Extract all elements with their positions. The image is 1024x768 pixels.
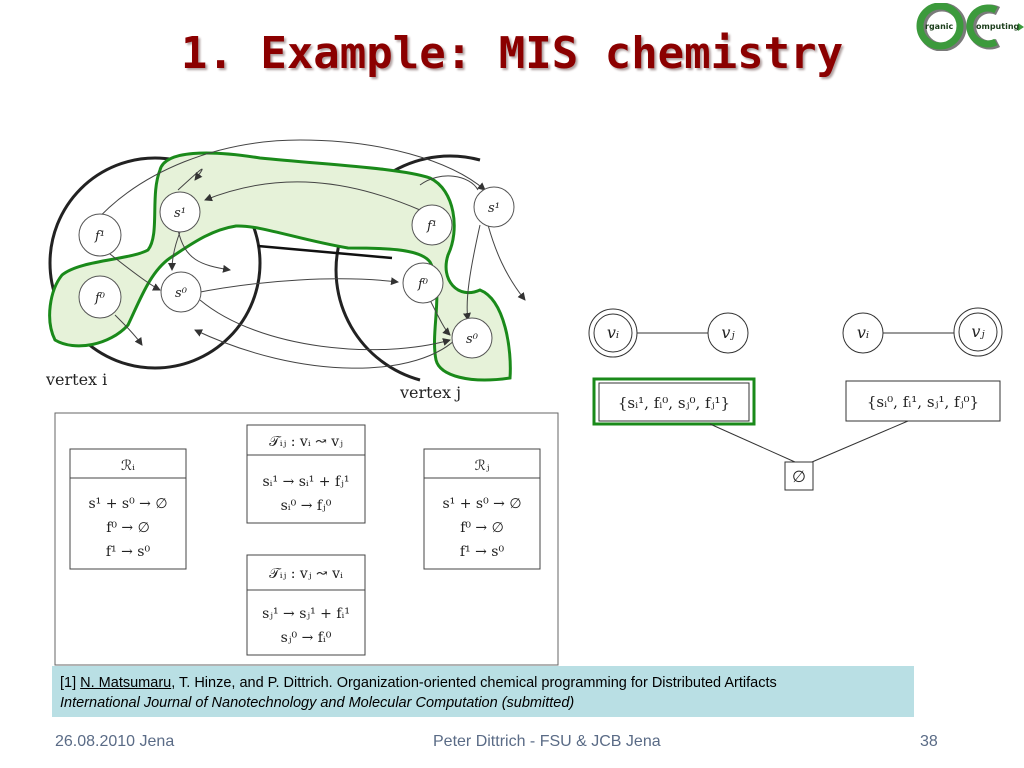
node-f0-i: f⁰ [78,275,122,319]
edge-f0j-s0j [429,299,451,336]
right-set-to-empty [811,420,909,463]
edge-s0j-to-f0i [194,329,461,369]
left-set-to-empty [709,423,796,463]
footer-date: 26.08.2010 Jena [55,733,175,750]
rule-r-j-title: ℛⱼ [475,458,490,474]
node-f1-i-label: f¹ [94,229,105,244]
right-vj-label: vⱼ [971,322,985,341]
vertex-i-circle [48,156,262,370]
rule-r-i-line-1: s¹ + s⁰ → ∅ [88,496,167,512]
left-vj-label: vⱼ [721,323,735,342]
edge-f0-out [114,314,143,346]
slide-title: 1. Example: MIS chemistry [180,28,844,79]
citation-rest: , T. Hinze, and P. Dittrich. Organizatio… [171,675,777,691]
rule-r-j-line-1: s¹ + s⁰ → ∅ [442,496,521,512]
rule-t-backward-line-2: sⱼ⁰ → fᵢ⁰ [281,630,332,646]
rule-r-i-line-3: f¹ → s⁰ [106,544,151,560]
footer-page-number: 38 [920,733,938,750]
rule-t-forward-title: 𝒯ᵢⱼ : vᵢ ↝ vⱼ [269,434,343,450]
rule-r-i-line-2: f⁰ → ∅ [106,520,150,536]
node-s0-j: s⁰ [451,317,493,359]
right-set-label: {sᵢ⁰, fᵢ¹, sⱼ¹, fⱼ⁰} [867,393,979,411]
edge-s1-out [177,229,231,273]
rule-t-backward-line-1: sⱼ¹ → sⱼ¹ + fᵢ¹ [262,606,350,622]
logo-text-left: rganic [925,22,954,31]
edge-f1-to-s1j [91,139,486,226]
node-s1-i: s¹ [159,191,201,233]
footer-author: Peter Dittrich - FSU & JCB Jena [433,733,661,750]
edge-s1-s0 [168,231,181,271]
rule-r-j-line-3: f¹ → s⁰ [460,544,505,560]
edge-s0-to-f0j [194,277,399,294]
node-f1-j-label: f¹ [426,219,437,234]
highlight-region [48,151,512,382]
vertex-link [257,244,393,260]
citation-ref-number: [1] [60,675,77,691]
rule-t-forward-line-2: sᵢ⁰ → fⱼ⁰ [281,498,332,514]
edge-s1-self [177,168,203,191]
rule-r-j-line-2: f⁰ → ∅ [460,520,504,536]
rule-box-t-ij-forward: 𝒯ᵢⱼ : vᵢ ↝ vⱼ sᵢ¹ → sᵢ¹ + fⱼ¹ sᵢ⁰ → fⱼ⁰ [246,424,366,524]
edge-f1j-to-s1 [204,181,421,211]
left-set-label: {sᵢ¹, fᵢ⁰, sⱼ⁰, fⱼ¹} [618,394,730,412]
citation-box: [1] N. Matsumaru, T. Hinze, and P. Dittr… [52,666,914,717]
left-vi-label: vᵢ [607,323,619,342]
node-s1-j-label: s¹ [488,201,500,216]
right-vi-label: vᵢ [857,323,869,342]
edge-j-top [419,175,479,191]
rule-t-backward-title: 𝒯ᵢⱼ : vⱼ ↝ vᵢ [269,566,343,582]
rule-r-i-title: ℛᵢ [121,458,135,474]
logo-text-right: omputing [976,22,1020,31]
node-f0-i-label: f⁰ [94,291,106,306]
rule-t-forward-line-1: sᵢ¹ → sᵢ¹ + fⱼ¹ [263,474,350,490]
edge-f1-s0 [104,249,161,291]
node-s1-i-label: s¹ [174,206,186,221]
rule-box-r-i: ℛᵢ s¹ + s⁰ → ∅ f⁰ → ∅ f¹ → s⁰ [69,448,187,570]
oc-logo-icon [916,2,1024,52]
node-f1-j: f¹ [411,204,453,246]
node-s1-j: s¹ [473,186,515,228]
graph-right-pair: vᵢ vⱼ [842,307,1003,357]
empty-set-label: ∅ [792,467,806,486]
left-set-box: {sᵢ¹, fᵢ⁰, sⱼ⁰, fⱼ¹} [592,377,756,426]
citation-author-link[interactable]: N. Matsumaru [80,675,172,691]
vertex-j-label: vertex j [399,383,461,402]
citation-journal: International Journal of Nanotechnology … [60,695,575,711]
edge-s1j-out [487,224,526,301]
rule-box-t-ij-backward: 𝒯ᵢⱼ : vⱼ ↝ vᵢ sⱼ¹ → sⱼ¹ + fᵢ¹ sⱼ⁰ → fᵢ⁰ [246,554,366,656]
edge-s1j-s0j [463,224,481,321]
right-set-box: {sᵢ⁰, fᵢ¹, sⱼ¹, fⱼ⁰} [845,380,1001,422]
node-f1-i: f¹ [78,213,122,257]
node-s0-i-label: s⁰ [175,286,188,301]
node-f0-j-label: f⁰ [417,277,429,292]
empty-set-box: ∅ [784,461,814,491]
node-s0-j-label: s⁰ [466,332,479,347]
organic-computing-logo: rganic omputing [912,2,1024,52]
node-s0-i: s⁰ [160,271,202,313]
vertex-i-label: vertex i [45,370,107,389]
rule-box-r-j: ℛⱼ s¹ + s⁰ → ∅ f⁰ → ∅ f¹ → s⁰ [423,448,541,570]
node-f0-j: f⁰ [402,262,444,304]
edge-s0-to-s0j [199,299,451,351]
graph-left-pair: vᵢ vⱼ [588,308,749,358]
